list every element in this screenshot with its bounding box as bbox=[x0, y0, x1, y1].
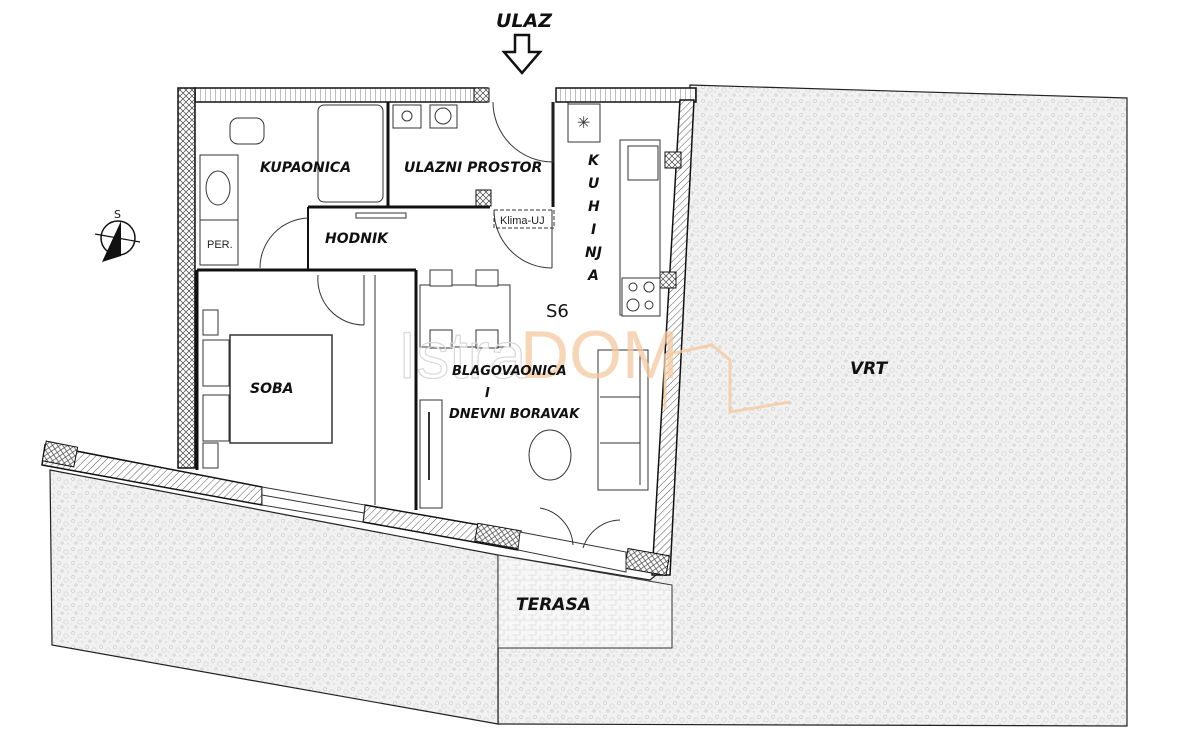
watermark-house-icon bbox=[663, 343, 791, 414]
window-terrace bbox=[517, 531, 627, 573]
column-right-top bbox=[664, 151, 682, 169]
room-label-i: I bbox=[485, 386, 490, 401]
bed bbox=[229, 334, 333, 444]
svg-text:U: U bbox=[588, 176, 600, 192]
wall-top-right bbox=[555, 87, 697, 103]
watermark-istra: Istra bbox=[398, 318, 527, 392]
stove bbox=[621, 277, 661, 317]
room-label-dnevni-boravak: DNEVNI BORAVAK bbox=[449, 407, 580, 422]
column-interior bbox=[475, 189, 492, 207]
entrance-arrow-icon bbox=[501, 33, 543, 75]
room-label-kuhinja: K U H I NJ A bbox=[585, 153, 602, 284]
hodnik-shelf bbox=[355, 212, 407, 219]
washing-machine bbox=[199, 219, 239, 266]
compass-north-label: S bbox=[114, 208, 121, 221]
svg-text:H: H bbox=[588, 199, 600, 215]
label-klima: Klima-UJ bbox=[500, 215, 545, 227]
terrace-area bbox=[497, 554, 673, 649]
kitchen-corner bbox=[567, 103, 601, 143]
room-label-soba: SOBA bbox=[250, 381, 294, 397]
column-bottom-mid bbox=[474, 522, 522, 550]
tv-unit bbox=[419, 399, 443, 509]
compass-icon: S bbox=[94, 208, 141, 262]
svg-text:A: A bbox=[587, 268, 599, 284]
coffee-table bbox=[528, 429, 572, 481]
room-label-vrt: VRT bbox=[850, 359, 888, 379]
toilet bbox=[229, 117, 265, 145]
room-label-ulazni-prostor: ULAZNI PROSTOR bbox=[404, 160, 542, 176]
klima-unit bbox=[493, 209, 555, 229]
wall-right bbox=[651, 99, 695, 576]
wall-left bbox=[177, 87, 196, 469]
svg-text:K: K bbox=[588, 153, 600, 169]
fan-icon: ✳ bbox=[577, 113, 590, 132]
column-bottom-left bbox=[41, 440, 79, 468]
cabinet-entry bbox=[392, 104, 422, 129]
room-label-kupaonica: KUPAONICA bbox=[260, 160, 351, 176]
column-right-mid bbox=[659, 271, 677, 289]
kitchen-sink bbox=[627, 145, 659, 181]
column-top bbox=[473, 87, 490, 103]
svg-text:I: I bbox=[591, 222, 596, 238]
svg-text:NJ: NJ bbox=[585, 245, 602, 261]
room-label-terasa: TERASA bbox=[516, 595, 591, 615]
sink bbox=[205, 170, 231, 206]
room-label-hodnik: HODNIK bbox=[325, 231, 389, 247]
watermark-dom: DOM bbox=[520, 317, 679, 393]
label-per: PER. bbox=[207, 239, 233, 251]
room-label-blagovaonica: BLAGOVAONICA bbox=[452, 364, 567, 379]
bathtub bbox=[317, 104, 384, 203]
front-lawn-area bbox=[49, 469, 499, 725]
label-entrance: ULAZ bbox=[496, 10, 553, 32]
unit-id: S6 bbox=[546, 301, 569, 322]
wall-top-left bbox=[194, 87, 488, 103]
